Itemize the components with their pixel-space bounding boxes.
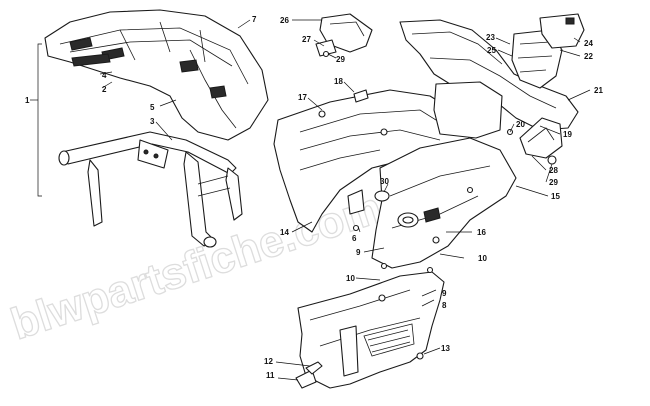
callout-9-upper: 9: [356, 248, 361, 257]
callout-10-right: 10: [478, 254, 487, 263]
callout-4: 4: [102, 71, 107, 80]
fastener-hardware: [295, 50, 514, 389]
leader-lines: [99, 19, 591, 381]
callout-labels: 1 2 3 4 5 6 7 8 9 9 9 10 10 11 12 13 14 …: [25, 15, 603, 380]
callout-14: 14: [280, 228, 289, 237]
lower-footrest-panel[interactable]: [297, 271, 445, 389]
callout-18: 18: [334, 77, 343, 86]
callout-30: 30: [380, 177, 389, 186]
front-light-lens[interactable]: [519, 117, 563, 165]
rack-tube-frame[interactable]: [58, 131, 243, 248]
callout-5: 5: [150, 103, 155, 112]
storage-cover[interactable]: [315, 13, 373, 57]
callout-29-left: 29: [336, 55, 345, 64]
callout-28: 28: [549, 166, 558, 175]
callout-16: 16: [477, 228, 486, 237]
callout-2: 2: [102, 85, 107, 94]
callout-27: 27: [302, 35, 311, 44]
callout-10-left: 10: [346, 274, 355, 283]
callout-9-lower: 9: [442, 289, 447, 298]
callout-21: 21: [594, 86, 603, 95]
rear-rack[interactable]: [44, 9, 269, 141]
callout-20: 20: [516, 120, 525, 129]
callout-6: 6: [352, 234, 357, 243]
rear-rack-assembly[interactable]: [44, 9, 269, 141]
callout-13: 13: [441, 344, 450, 353]
callout-22: 22: [584, 52, 593, 61]
fuel-cap[interactable]: [374, 190, 390, 202]
callout-23: 23: [486, 33, 495, 42]
callout-17: 17: [298, 93, 307, 102]
callout-19: 19: [563, 130, 572, 139]
callout-7: 7: [252, 15, 257, 24]
callout-3: 3: [150, 117, 155, 126]
callout-25: 25: [487, 46, 496, 55]
center-body-panel[interactable]: [371, 137, 517, 269]
callout-24: 24: [584, 39, 593, 48]
callout-8: 8: [442, 301, 447, 310]
callout-29-right: 29: [549, 178, 558, 187]
callout-11: 11: [266, 371, 275, 380]
callout-12: 12: [264, 357, 273, 366]
callout-26: 26: [280, 16, 289, 25]
callout-1: 1: [25, 96, 30, 105]
rear-fender[interactable]: [273, 89, 471, 233]
front-fascia[interactable]: [399, 13, 585, 139]
callout-15: 15: [551, 192, 560, 201]
